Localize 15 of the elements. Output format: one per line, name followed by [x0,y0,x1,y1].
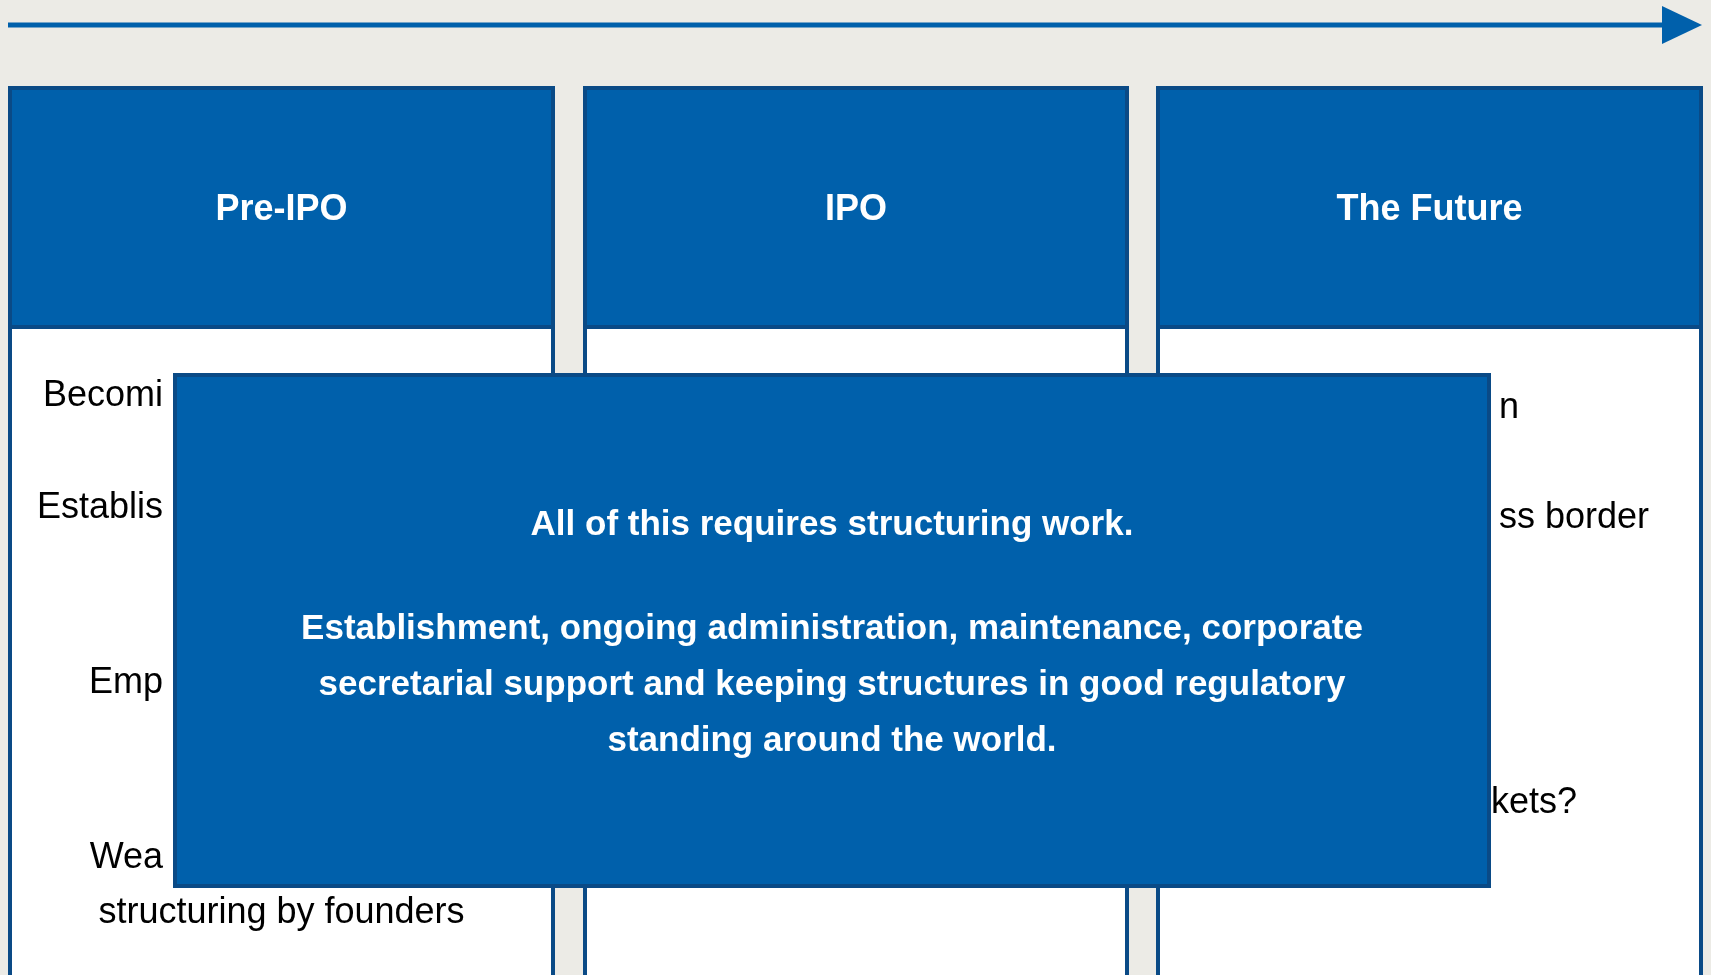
body-text: Wea [89,834,163,878]
body-text: kets? [1491,779,1578,823]
body-text: Becomi [42,372,163,416]
callout-text: Establishment, ongoing administration, maintenance, corporate secretarial support and keeping structures in good regulatory standing around the world. [300,605,1364,760]
body-text: structuring by founders [97,889,466,933]
phase-header: The Future [1156,86,1703,329]
body-text: n [1499,384,1520,428]
phase-panel [583,329,1129,373]
summary-dialog [173,373,1491,888]
body-text: Establis [36,484,163,528]
callout-text: All of this requires structuring work. [530,501,1134,544]
phase-header: Pre-IPO [8,86,555,329]
phase-header: IPO [583,86,1129,329]
body-text: Emp [88,659,163,703]
body-text: ss border [1499,494,1650,538]
